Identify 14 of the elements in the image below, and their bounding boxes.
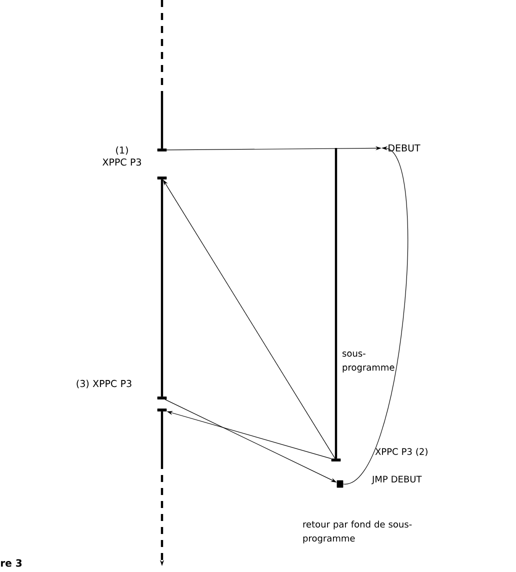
note-text: sous- programme (342, 352, 394, 372)
tick-mark (157, 396, 167, 400)
note-text: XPPC P3 (2) (375, 448, 428, 456)
instruction-label: (1) XPPC P3 (102, 146, 141, 166)
tick-mark (157, 148, 167, 152)
tick-mark (157, 176, 167, 180)
instruction-label: (3) XPPC P3 (76, 380, 132, 388)
figure-caption: re 3 (1, 559, 22, 567)
note-text: retour par fond de sous- programme (303, 520, 412, 544)
jump-square (336, 480, 344, 488)
note-text: JMP DEBUT (372, 476, 422, 484)
tick-mark (157, 408, 167, 412)
instruction-label: DEBUT (388, 144, 420, 152)
tick-mark (331, 458, 341, 462)
